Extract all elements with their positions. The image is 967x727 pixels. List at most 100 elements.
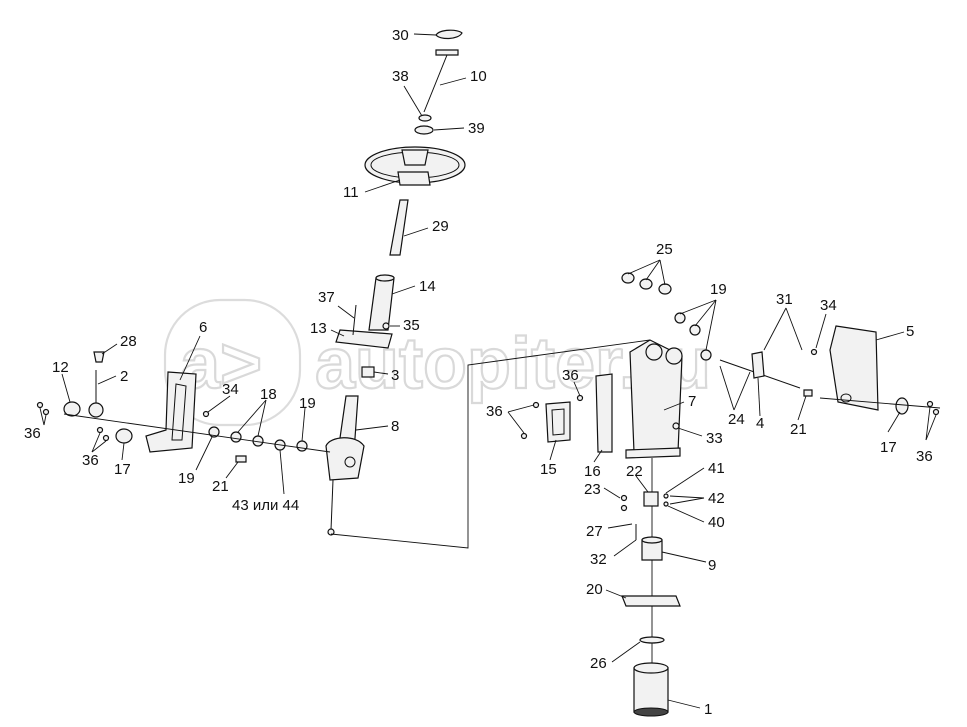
callout-11: 11	[343, 184, 359, 201]
washer-part-25-a	[621, 272, 635, 284]
leader-31-a	[763, 307, 787, 351]
callout-7: 7	[688, 393, 696, 410]
leader-34-left	[207, 395, 231, 413]
callout-12: 12	[52, 359, 69, 376]
steering-wheel-spoke	[401, 149, 429, 166]
leader-1	[667, 699, 701, 709]
callout-32: 32	[590, 551, 607, 568]
leader-36-a	[39, 407, 45, 426]
callout-36-right-c: 36	[916, 448, 933, 465]
leader-24-b	[733, 371, 751, 411]
support-hinge-right	[665, 347, 683, 365]
leader-36-e	[507, 404, 535, 413]
leader-11	[364, 179, 401, 193]
washer-part-39	[414, 125, 434, 135]
washer-part-19-c	[674, 312, 686, 324]
callout-41: 41	[708, 460, 725, 477]
callout-16: 16	[584, 463, 601, 480]
bolt-part-21-right	[803, 389, 813, 397]
leader-3	[373, 371, 389, 375]
leader-32	[613, 539, 637, 557]
nut-part-40	[663, 501, 669, 507]
callout-14: 14	[419, 278, 436, 295]
leader-4	[757, 377, 761, 417]
bracket-hole	[840, 393, 852, 403]
callout-35: 35	[403, 317, 420, 334]
callout-9: 9	[708, 557, 716, 574]
leader-36-g	[573, 381, 581, 397]
bolt-part-37	[352, 304, 357, 336]
bushing-part-12	[63, 401, 81, 417]
tube-top-edge	[375, 274, 395, 282]
shaft-part-29	[389, 199, 409, 256]
bolt-part-23-b	[620, 504, 628, 512]
callout-40: 40	[708, 514, 725, 531]
leader-14	[391, 285, 416, 295]
leader-19-c	[679, 299, 717, 315]
disc-part-17-left	[115, 428, 133, 444]
leader-21-right	[797, 395, 807, 421]
leader-31-b	[785, 307, 803, 351]
pump-top	[633, 662, 669, 674]
support-hinge-left	[645, 343, 663, 361]
washer-part-19-right	[296, 440, 308, 452]
leader-6	[179, 335, 201, 381]
bolt-part-36-g	[576, 394, 584, 402]
watermark: a> autopiter.ru	[163, 298, 712, 427]
leader-40	[667, 505, 705, 523]
left-assembly-axis	[63, 413, 331, 453]
support-base-plate	[625, 447, 681, 459]
bolt-part-36-a	[36, 401, 44, 409]
screw-part-35	[382, 322, 390, 330]
washer-part-25-b	[639, 278, 653, 290]
column-housing-port	[344, 456, 356, 468]
leader-37	[337, 305, 355, 319]
leader-27	[607, 523, 633, 529]
callout-17-right: 17	[880, 439, 897, 456]
callout-15: 15	[540, 461, 557, 478]
callout-39: 39	[468, 120, 485, 137]
knob-part-28	[93, 351, 105, 363]
leader-17-left	[121, 442, 125, 461]
leader-36-b	[43, 414, 47, 426]
callout-2: 2	[120, 368, 128, 385]
callout-30: 30	[392, 27, 409, 44]
callout-34-right: 34	[820, 297, 837, 314]
pad-part-15	[545, 401, 571, 443]
leader-36-f	[507, 411, 525, 434]
callout-4: 4	[756, 415, 764, 432]
leader-10	[439, 77, 467, 86]
steering-column-assembly	[325, 29, 466, 536]
leader-36-c	[91, 432, 101, 453]
callout-13: 13	[310, 320, 327, 337]
callout-17-left: 17	[114, 461, 131, 478]
watermark-logo-frame	[163, 298, 302, 427]
disc-part-17-right	[895, 397, 909, 415]
connection-line	[330, 339, 651, 549]
leader-43-44	[279, 449, 285, 495]
cap-part-30	[435, 29, 463, 40]
bolt-part-36-f	[520, 432, 528, 440]
leader-33	[677, 427, 703, 437]
column-shaft-end	[327, 528, 335, 536]
leader-7	[663, 401, 685, 411]
callout-23: 23	[584, 481, 601, 498]
callout-36-right-a: 36	[562, 367, 579, 384]
callout-36-left-a: 36	[24, 425, 41, 442]
leader-38	[403, 85, 423, 117]
pump-bottom	[633, 707, 669, 717]
leader-29	[403, 227, 429, 237]
callout-labels: 30 38 10 39 11 29 14 37 13 35 3 8 6 28 1…	[24, 27, 933, 718]
leader-24-a	[719, 365, 735, 411]
leader-12	[61, 373, 71, 403]
bolt-part-36-e	[532, 401, 540, 409]
leader-36-h	[925, 406, 931, 441]
leader-34-right	[815, 313, 827, 349]
callout-29: 29	[432, 218, 449, 235]
leader-42-b	[669, 497, 705, 505]
callout-43-or-44: 43 или 44	[232, 497, 299, 514]
callout-38: 38	[392, 68, 409, 85]
leader-26	[611, 641, 641, 663]
washer-part-38	[418, 114, 432, 122]
